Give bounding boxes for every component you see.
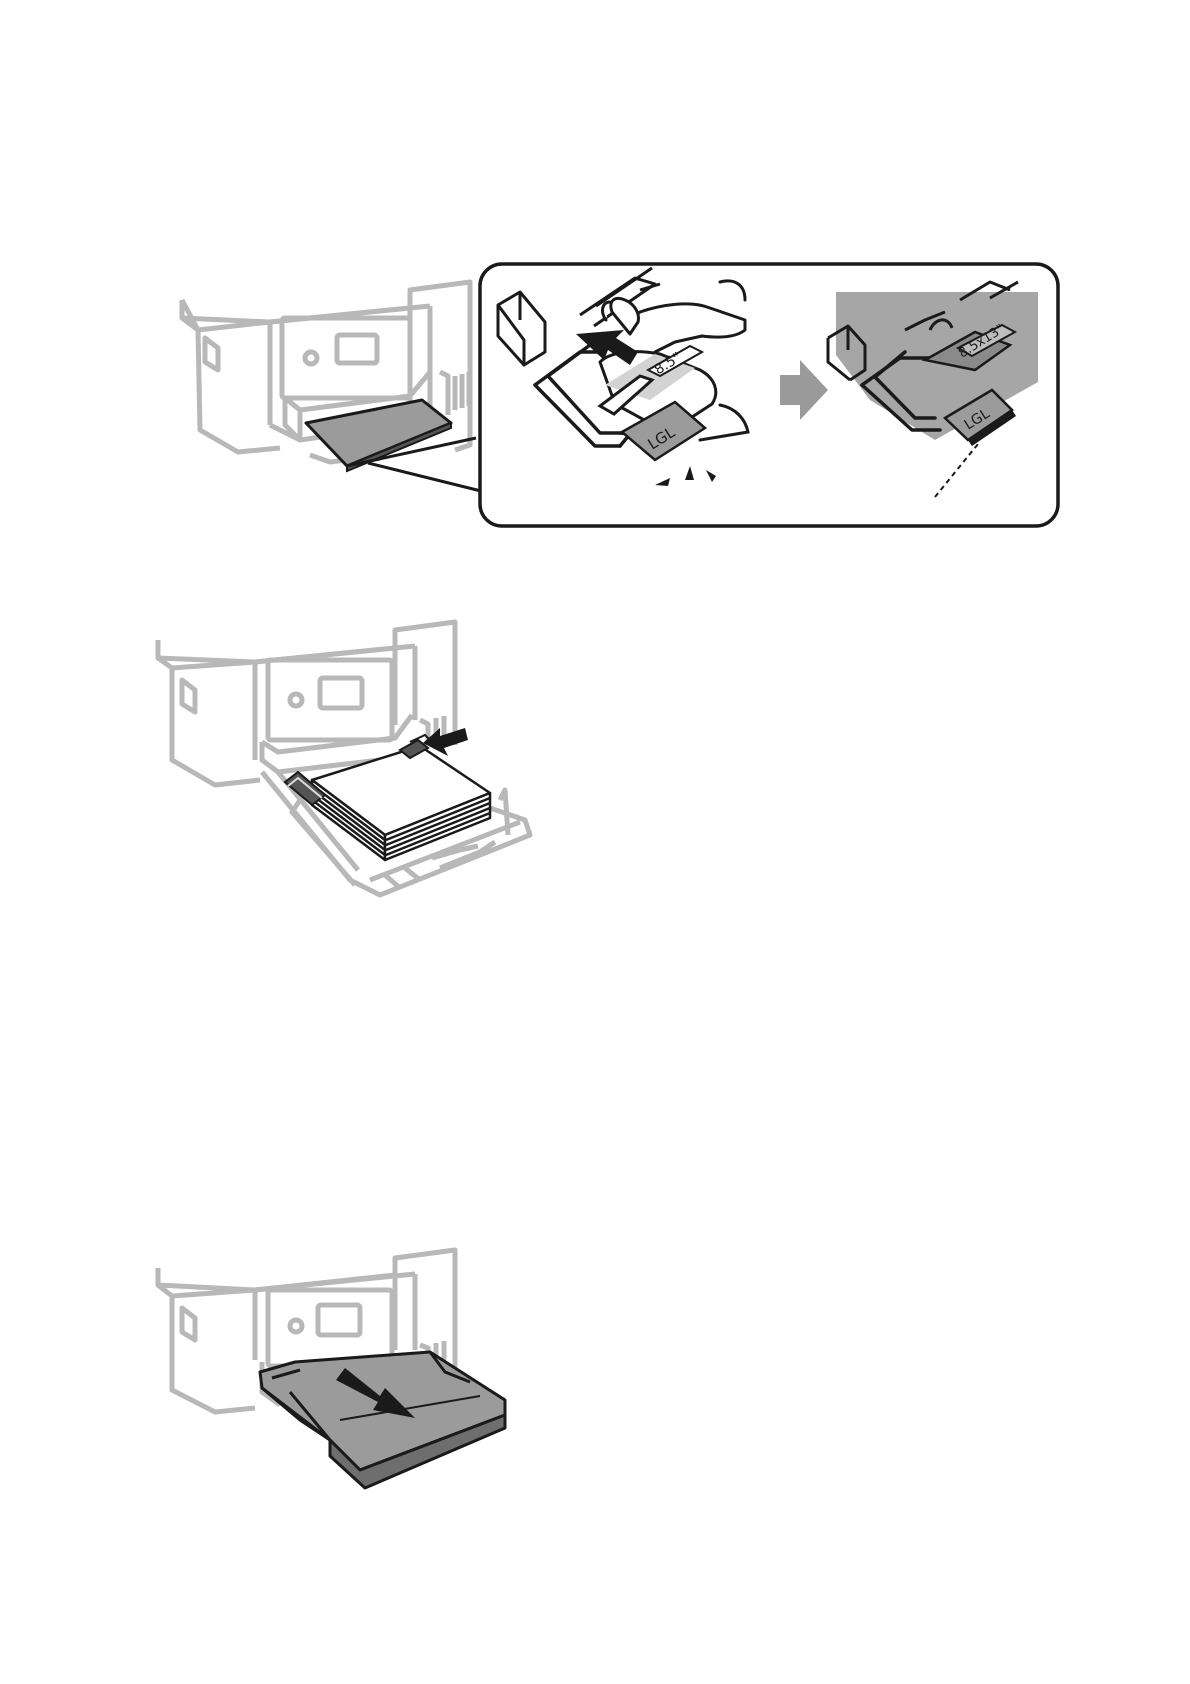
insert-arrow-icon	[336, 1368, 415, 1418]
step1-figure: 8.5" LGL	[0, 0, 1190, 560]
paper-cassette-step3	[260, 1352, 505, 1488]
slide-guide-arrow-icon	[423, 728, 468, 756]
edge-guide-step2	[400, 735, 435, 758]
printer-illustration-step3	[158, 1250, 455, 1412]
printer-illustration-step2	[158, 622, 530, 895]
side-guide-step2	[285, 772, 325, 805]
paper-stack-step2	[312, 746, 490, 860]
